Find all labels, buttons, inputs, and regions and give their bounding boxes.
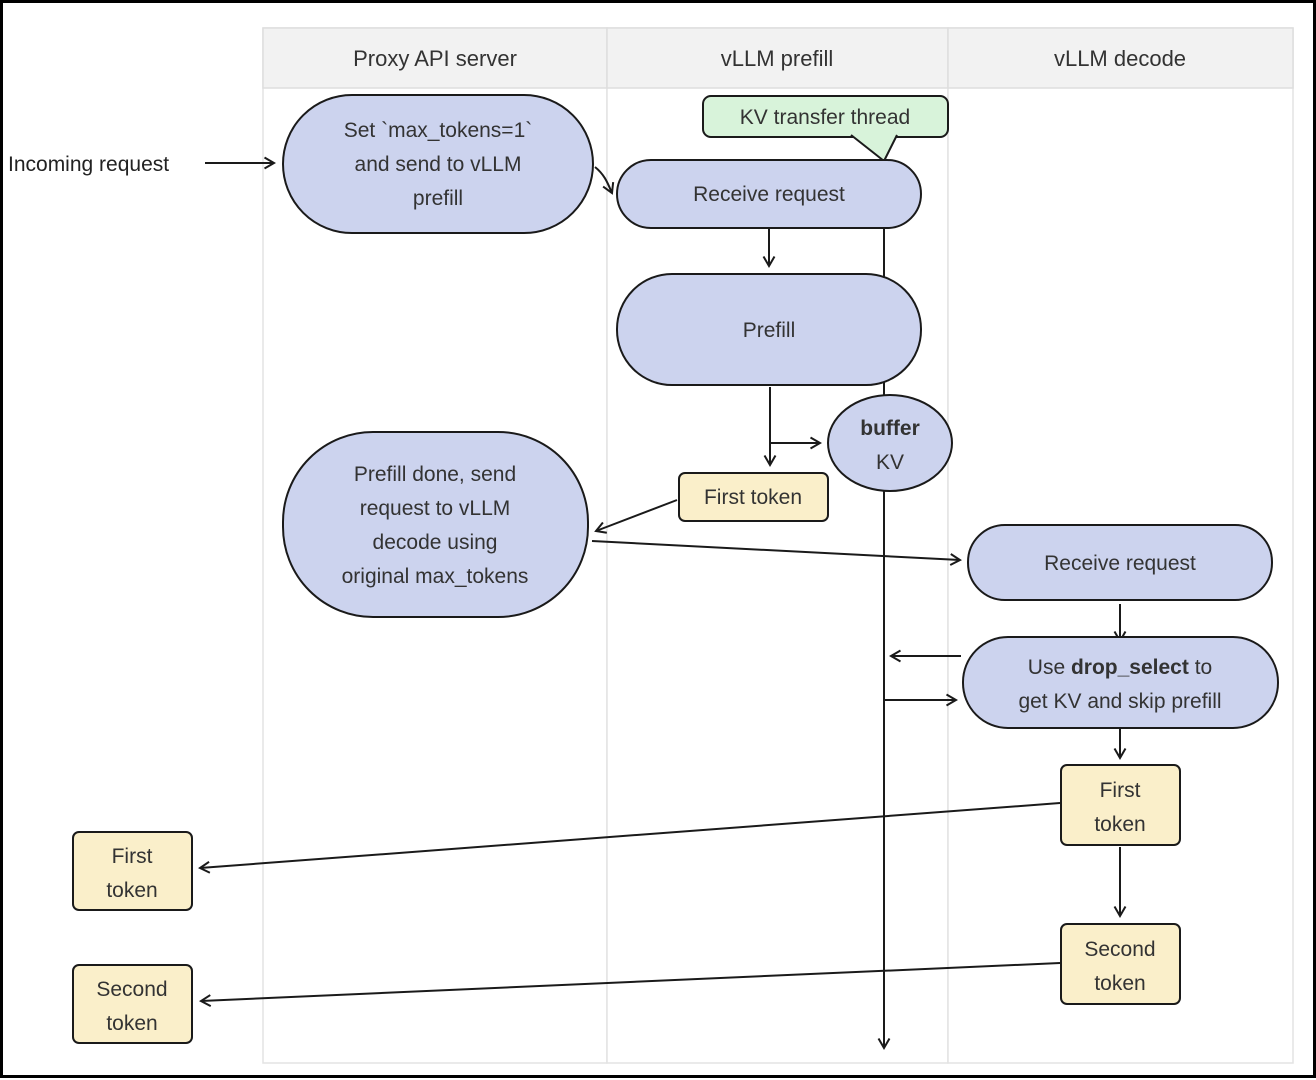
node-receive-request-prefill — [616, 159, 922, 229]
kv-transfer-thread-tail-border — [850, 134, 898, 162]
node-set-max-tokens-line2: and send to vLLM — [355, 153, 522, 176]
edge-second-token-decode-to-out — [199, 962, 1061, 1007]
lane-proxy-title: Proxy API server — [353, 46, 517, 71]
lane-decode-header — [947, 27, 1294, 89]
node-first-token-decode — [1060, 764, 1181, 846]
node-first-token-out-line1: First — [112, 845, 153, 868]
node-prefill-done-line2: request to vLLM — [360, 497, 511, 520]
node-drop-select-line2: get KV and skip prefill — [1018, 690, 1221, 713]
node-second-token-out-line2: token — [106, 1012, 157, 1035]
node-second-token-out-line1: Second — [96, 978, 167, 1001]
node-second-token-out — [72, 964, 193, 1044]
node-second-token-decode-line1: Second — [1084, 938, 1155, 961]
node-prefill-done-line1: Prefill done, send — [354, 463, 516, 486]
kv-transfer-thread-tail — [851, 134, 897, 161]
drop-select-line1-bold: drop_select — [1071, 656, 1189, 679]
node-set-max-tokens-line3: prefill — [413, 187, 463, 210]
lane-prefill-title: vLLM prefill — [721, 46, 833, 71]
drop-select-line1-pre: Use — [1028, 656, 1071, 679]
node-first-token-decode-line2: token — [1094, 813, 1145, 836]
nodes: Incoming request Set `max_tokens=1` and … — [8, 94, 1279, 1044]
node-prefill-done-line3: decode using — [373, 531, 498, 554]
node-set-max-tokens-line1: Set `max_tokens=1` — [344, 119, 533, 142]
node-prefill — [616, 273, 922, 386]
node-receive-request-prefill-label: Receive request — [693, 183, 845, 206]
node-second-token-decode-line2: token — [1094, 972, 1145, 995]
drop-select-line1-post: to — [1189, 656, 1212, 679]
node-first-token-prefill-label: First token — [704, 486, 802, 509]
node-kv-transfer-thread — [702, 95, 949, 138]
node-first-token-out-line2: token — [106, 879, 157, 902]
node-buffer-kv — [827, 394, 953, 492]
node-prefill-label: Prefill — [743, 319, 796, 342]
lane-prefill-header — [606, 27, 949, 89]
node-first-token-prefill — [678, 472, 829, 522]
edge-prefill-done-to-receive-decode — [591, 540, 962, 566]
node-second-token-decode — [1060, 923, 1181, 1005]
node-receive-request-decode-label: Receive request — [1044, 552, 1196, 575]
lane-decode-title: vLLM decode — [1054, 46, 1186, 71]
edge-first-token-decode-to-out — [198, 802, 1061, 874]
lane-proxy-header — [262, 27, 608, 89]
kv-transfer-thread-label: KV transfer thread — [740, 106, 910, 129]
node-prefill-done — [282, 431, 589, 618]
node-drop-select-line1: Use drop_select to — [1028, 656, 1212, 679]
node-buffer-kv-line1: buffer — [860, 417, 920, 440]
edge-first-token-to-prefill-done — [594, 499, 678, 534]
incoming-request-label: Incoming request — [8, 153, 169, 176]
node-drop-select — [962, 636, 1279, 729]
node-receive-request-decode — [967, 524, 1273, 601]
node-buffer-kv-line2: KV — [876, 451, 904, 474]
node-first-token-out — [72, 831, 193, 911]
edge-set-max-tokens-to-receive-prefill — [594, 166, 615, 195]
node-set-max-tokens — [282, 94, 594, 234]
node-prefill-done-line4: original max_tokens — [342, 565, 529, 588]
node-first-token-decode-line1: First — [1100, 779, 1141, 802]
